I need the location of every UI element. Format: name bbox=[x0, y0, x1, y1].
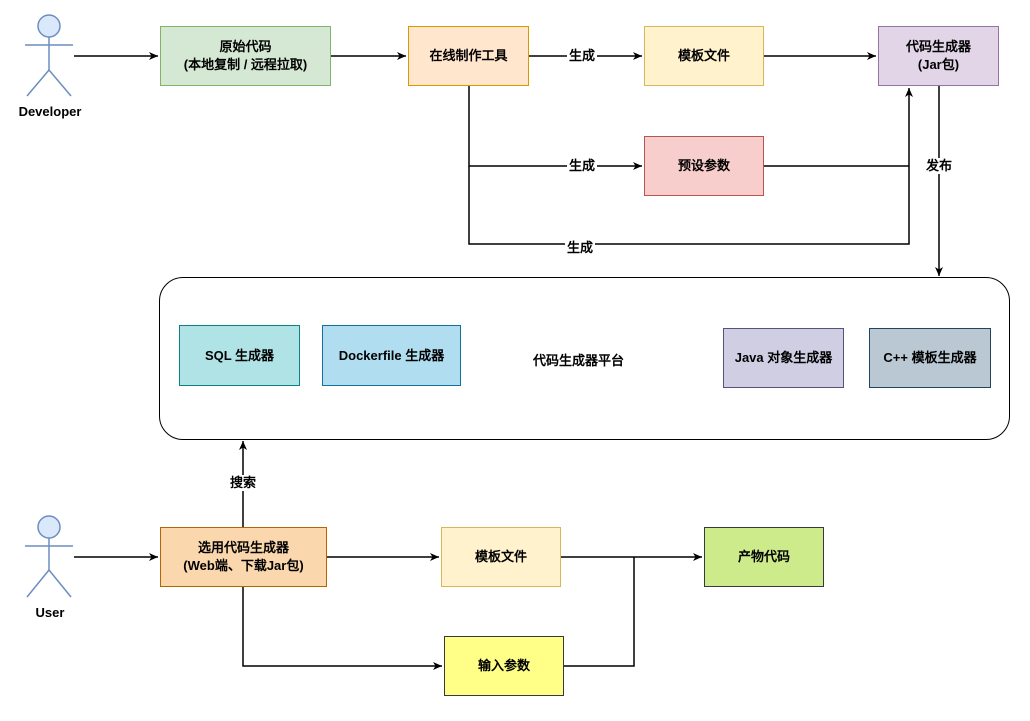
template-file-bottom-box[interactable]: 模板文件 bbox=[441, 527, 561, 587]
developer-label: Developer bbox=[18, 104, 82, 119]
output-code-title: 产物代码 bbox=[737, 549, 790, 564]
input-params-title: 输入参数 bbox=[477, 658, 530, 673]
select-generator-box[interactable]: 选用代码生成器 (Web端、下载Jar包) bbox=[160, 527, 327, 587]
template-file-bottom-title: 模板文件 bbox=[474, 549, 527, 564]
sql-generator-title: SQL 生成器 bbox=[204, 347, 275, 363]
preset-params-title: 预设参数 bbox=[677, 158, 730, 173]
edge-label-publish: 发布 bbox=[924, 158, 955, 174]
template-file-top-title: 模板文件 bbox=[677, 48, 730, 63]
developer-actor-icon bbox=[25, 14, 73, 97]
java-generator-box[interactable]: Java 对象生成器 bbox=[723, 328, 844, 388]
preset-params-box[interactable]: 预设参数 bbox=[644, 136, 764, 196]
online-tool-box[interactable]: 在线制作工具 bbox=[408, 26, 529, 86]
input-params-box[interactable]: 输入参数 bbox=[444, 636, 564, 696]
edge-label-gen1: 生成 bbox=[567, 48, 598, 64]
select-generator-title: 选用代码生成器 bbox=[197, 540, 289, 555]
source-code-subtitle: (本地复制 / 远程拉取) bbox=[183, 57, 308, 72]
dockerfile-generator-title: Dockerfile 生成器 bbox=[338, 347, 445, 363]
edge-label-search: 搜索 bbox=[228, 475, 259, 491]
dockerfile-generator-box[interactable]: Dockerfile 生成器 bbox=[322, 325, 461, 386]
user-actor-icon bbox=[25, 515, 73, 598]
edge-tool-to-params bbox=[468, 86, 642, 170]
source-code-box[interactable]: 原始代码 (本地复制 / 远程拉取) bbox=[160, 26, 331, 86]
online-tool-title: 在线制作工具 bbox=[429, 48, 508, 63]
edge-label-gen2: 生成 bbox=[567, 158, 598, 174]
platform-title: 代码生成器平台 bbox=[533, 353, 625, 368]
generator-jar-box[interactable]: 代码生成器 (Jar包) bbox=[878, 26, 999, 86]
sql-generator-box[interactable]: SQL 生成器 bbox=[179, 325, 300, 386]
edge-input-to-output bbox=[564, 557, 635, 667]
generator-jar-title: 代码生成器 bbox=[905, 39, 971, 54]
cpp-generator-box[interactable]: C++ 模板生成器 bbox=[869, 328, 991, 388]
source-code-title: 原始代码 bbox=[219, 39, 272, 54]
generator-platform-container bbox=[159, 277, 1010, 440]
output-code-box[interactable]: 产物代码 bbox=[704, 527, 824, 587]
edge-label-gen3: 生成 bbox=[565, 240, 596, 256]
java-generator-title: Java 对象生成器 bbox=[734, 350, 833, 365]
cpp-generator-title: C++ 模板生成器 bbox=[883, 350, 977, 365]
edge-select-to-input bbox=[242, 587, 442, 670]
template-file-top-box[interactable]: 模板文件 bbox=[644, 26, 764, 86]
edge-tool-to-jar-loop bbox=[468, 88, 913, 245]
generator-jar-subtitle: (Jar包) bbox=[917, 57, 960, 72]
select-generator-subtitle: (Web端、下载Jar包) bbox=[183, 558, 304, 573]
user-label: User bbox=[35, 605, 65, 620]
